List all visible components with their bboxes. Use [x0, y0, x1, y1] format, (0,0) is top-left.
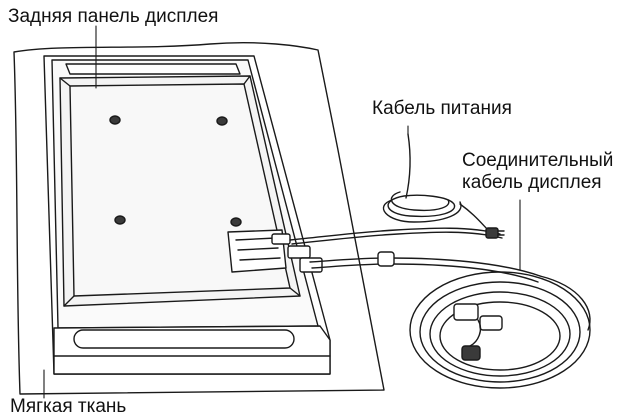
label-display-back-panel: Задняя панель дисплея: [8, 6, 218, 28]
screw-bottom-right: [231, 218, 241, 226]
screw-bottom-left: [115, 216, 125, 224]
label-soft-cloth: Мягкая ткань: [10, 396, 126, 418]
label-connection-cable-line2: кабель дисплея: [462, 172, 613, 194]
screw-top-right: [217, 117, 227, 125]
label-connection-cable-line1: Соединительный: [462, 150, 613, 172]
screw-top-left: [110, 116, 120, 124]
label-power-cable: Кабель питания: [372, 98, 512, 120]
label-connection-cable: Соединительный кабель дисплея: [462, 150, 613, 194]
